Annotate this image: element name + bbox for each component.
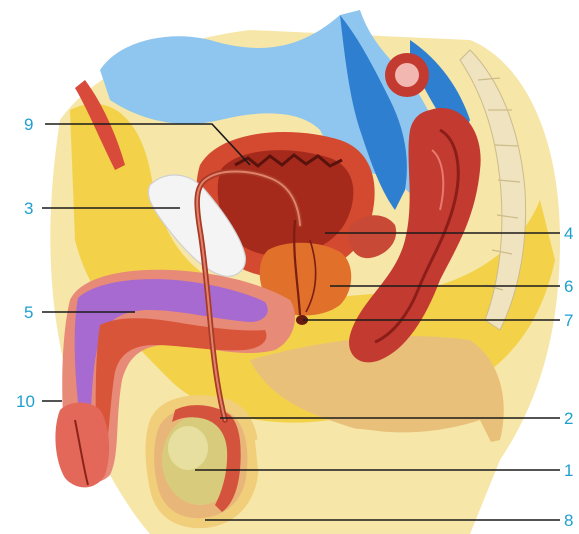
- label-2: 2: [564, 409, 573, 428]
- glans: [55, 403, 109, 488]
- label-4: 4: [564, 224, 573, 243]
- label-9: 9: [24, 115, 33, 134]
- label-5: 5: [24, 303, 33, 322]
- scrotum: [145, 395, 259, 528]
- label-3: 3: [24, 199, 33, 218]
- label-7: 7: [564, 311, 573, 330]
- label-10: 10: [16, 392, 35, 411]
- label-8: 8: [564, 511, 573, 530]
- label-1: 1: [564, 461, 573, 480]
- label-6: 6: [564, 277, 573, 296]
